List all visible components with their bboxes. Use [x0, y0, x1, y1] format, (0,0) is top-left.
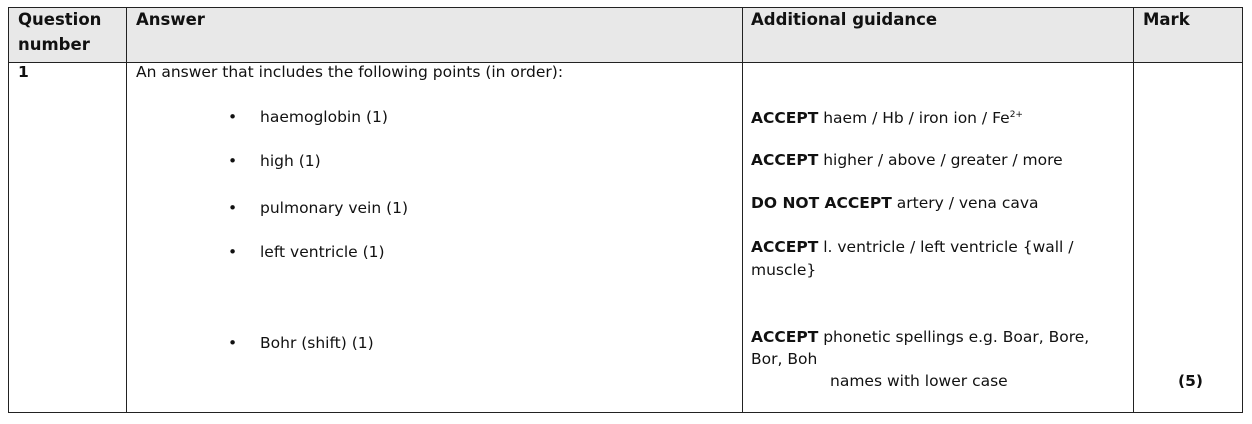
header-question-number-line2: number — [18, 35, 90, 54]
answer-point: haemoglobin (1) — [260, 108, 388, 126]
column-divider — [742, 8, 743, 412]
guidance-keyword: ACCEPT — [751, 238, 819, 256]
guidance-item: ACCEPT l. ventricle / left ventricle {wa… — [751, 236, 1074, 258]
header-mark: Mark — [1143, 10, 1190, 29]
bullet-icon: • — [228, 243, 238, 261]
guidance-text: phonetic spellings e.g. Boar, Bore, — [818, 328, 1090, 346]
column-divider — [126, 8, 127, 412]
guidance-item: DO NOT ACCEPT artery / vena cava — [751, 192, 1039, 214]
guidance-text: haem / Hb / iron ion / Fe — [818, 109, 1010, 128]
answer-point: pulmonary vein (1) — [260, 199, 409, 217]
answer-point: high (1) — [260, 152, 321, 170]
answer-intro: An answer that includes the following po… — [136, 63, 564, 81]
guidance-superscript: 2+ — [1009, 110, 1023, 120]
guidance-text-line3: names with lower case — [830, 372, 1008, 390]
header-guidance: Additional guidance — [751, 10, 938, 29]
header-answer: Answer — [136, 10, 205, 29]
answer-point: Bohr (shift) (1) — [260, 334, 374, 352]
guidance-item: ACCEPT phonetic spellings e.g. Boar, Bor… — [751, 326, 1089, 348]
total-mark: (5) — [1178, 372, 1203, 390]
bullet-icon: • — [228, 199, 238, 217]
guidance-text-line2: Bor, Boh — [751, 350, 818, 368]
guidance-keyword: DO NOT ACCEPT — [751, 194, 892, 212]
guidance-text: higher / above / greater / more — [818, 151, 1063, 169]
guidance-item: ACCEPT higher / above / greater / more — [751, 149, 1063, 171]
header-question-number-line1: Question — [18, 10, 102, 29]
column-divider — [1133, 8, 1134, 412]
guidance-keyword: ACCEPT — [751, 109, 819, 128]
question-number: 1 — [18, 63, 29, 81]
guidance-item: ACCEPT haem / Hb / iron ion / Fe2+ — [751, 104, 1023, 129]
bullet-icon: • — [228, 152, 238, 170]
guidance-keyword: ACCEPT — [751, 151, 819, 169]
header-row — [9, 8, 1242, 63]
bullet-icon: • — [228, 108, 238, 126]
guidance-text: l. ventricle / left ventricle {wall / — [818, 238, 1074, 256]
guidance-text-line2: muscle} — [751, 261, 817, 279]
bullet-icon: • — [228, 334, 238, 352]
mark-scheme-table — [8, 7, 1243, 413]
guidance-keyword: ACCEPT — [751, 328, 819, 346]
answer-point: left ventricle (1) — [260, 243, 385, 261]
guidance-text: artery / vena cava — [891, 194, 1039, 212]
